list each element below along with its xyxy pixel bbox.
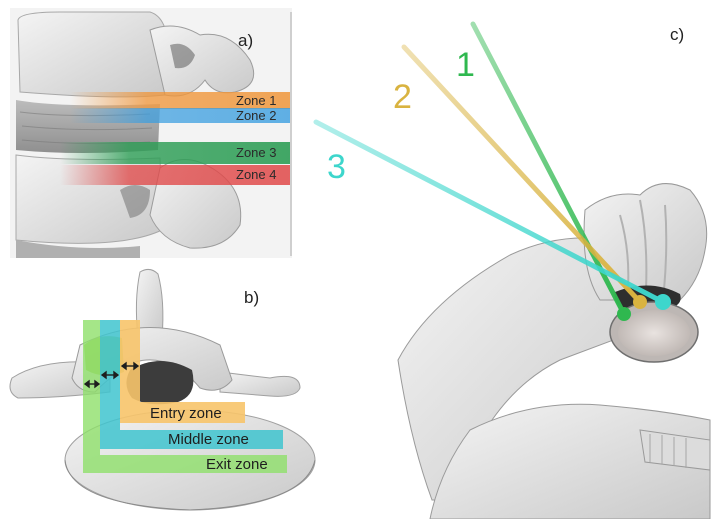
trajectory-2-label: 2 bbox=[393, 78, 412, 116]
entry-zone-label: Entry zone bbox=[150, 405, 222, 422]
panel-a: Zone 1 Zone 2 Zone 3 Zone 4 a) bbox=[10, 8, 292, 258]
trajectory-2-target bbox=[633, 295, 647, 309]
zone-1-band bbox=[70, 92, 290, 109]
trajectory-2-line bbox=[401, 44, 643, 305]
trajectory-1-line bbox=[470, 21, 627, 317]
panel-b: Entry zone Middle zone Exit zone b) bbox=[9, 268, 316, 511]
trajectory-3-line bbox=[313, 119, 666, 305]
zone-2-band bbox=[70, 108, 290, 123]
trajectory-1-target bbox=[617, 307, 631, 321]
zone-2-label: Zone 2 bbox=[236, 108, 276, 123]
trajectory-3-label: 3 bbox=[327, 148, 346, 186]
panel-c-letter: c) bbox=[670, 25, 684, 44]
zone-4-label: Zone 4 bbox=[236, 167, 276, 182]
middle-zone-band bbox=[100, 320, 283, 449]
zone-1-label: Zone 1 bbox=[236, 93, 276, 108]
zone-3-label: Zone 3 bbox=[236, 145, 276, 160]
pelvis-spine-illustration bbox=[397, 183, 711, 519]
zone-width-arrows bbox=[83, 361, 140, 389]
trajectory-1-label: 1 bbox=[456, 46, 475, 84]
panel-a-letter: a) bbox=[238, 31, 253, 50]
panel-c: 1 2 3 c) bbox=[313, 21, 711, 519]
axial-vertebra-illustration bbox=[9, 268, 316, 511]
zone-3-band bbox=[60, 142, 290, 164]
entry-zone-band bbox=[120, 320, 245, 423]
exit-zone-label: Exit zone bbox=[206, 456, 268, 473]
lateral-spine-illustration bbox=[10, 8, 292, 258]
exit-zone-band bbox=[83, 320, 287, 473]
trajectory-3-target bbox=[655, 294, 671, 310]
middle-zone-label: Middle zone bbox=[168, 431, 249, 448]
panel-b-letter: b) bbox=[244, 288, 259, 307]
zone-4-band bbox=[60, 165, 290, 185]
